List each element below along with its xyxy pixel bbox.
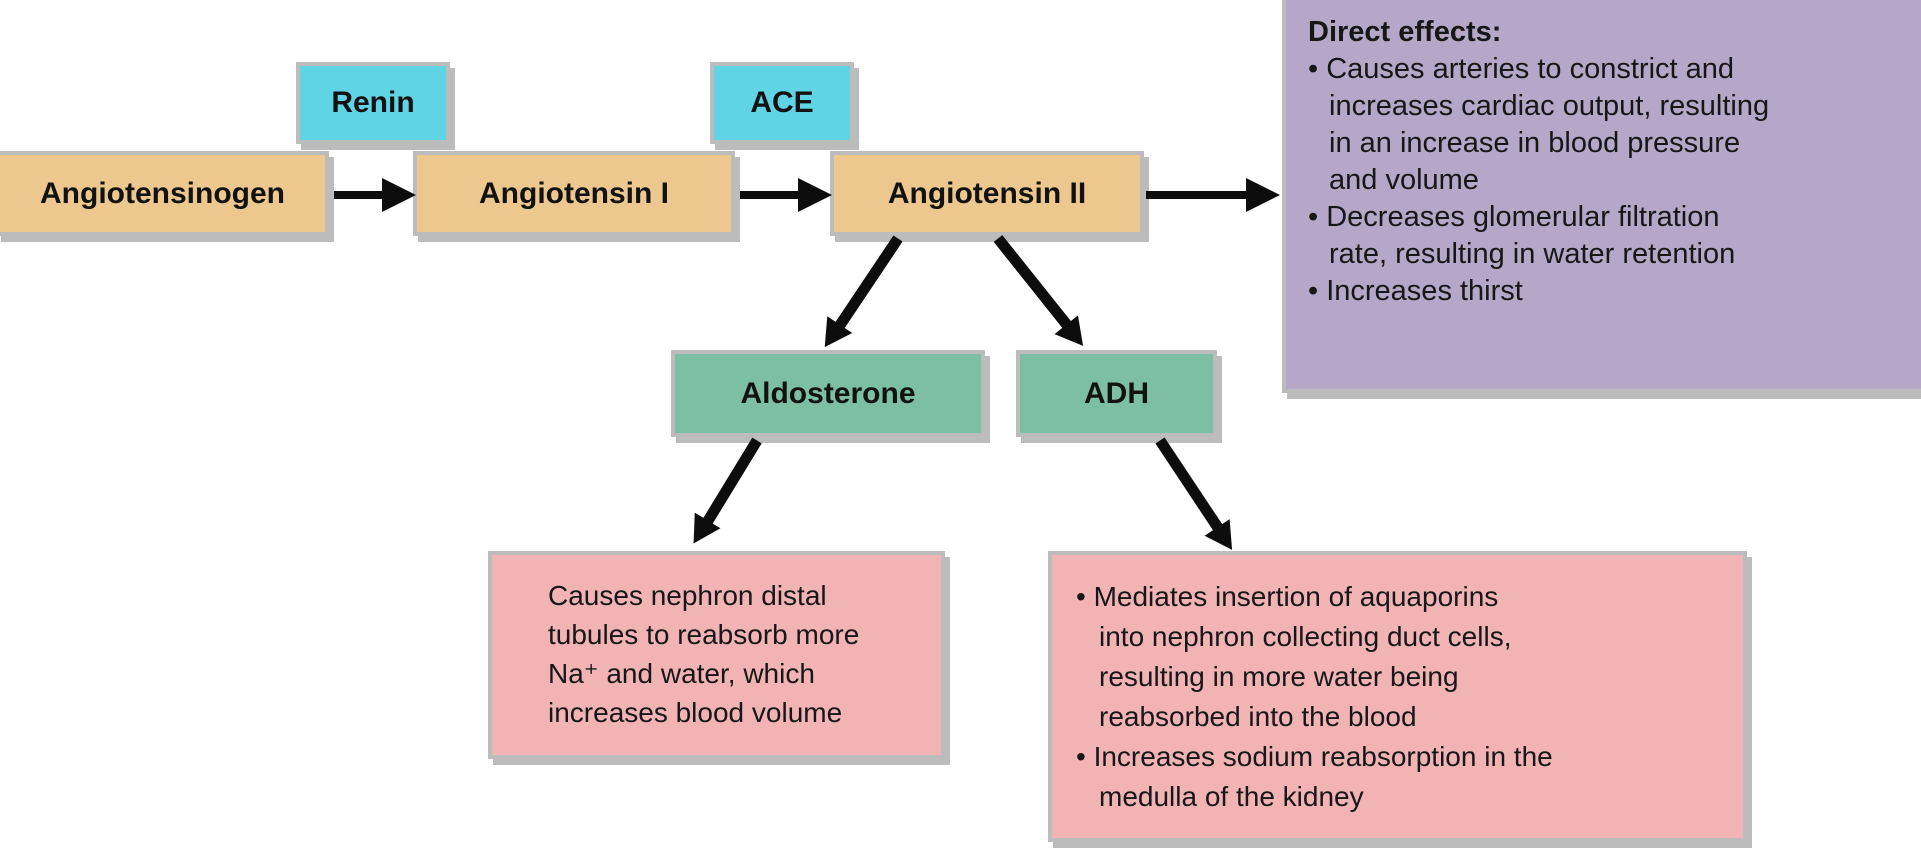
direct-effects-title: Direct effects:	[1308, 16, 1502, 48]
node-aldosterone-label: Aldosterone	[740, 376, 916, 410]
adh-effect-line: • Mediates insertion of aquaporins	[1076, 581, 1499, 612]
arrow-angiotensin-ii-to-adh	[993, 235, 1073, 330]
adh-effect-line: • Increases sodium reabsorption in the	[1076, 741, 1553, 772]
aldosterone-effect-line: tubules to reabsorb more	[548, 619, 860, 650]
node-angiotensin-ii-label: Angiotensin II	[887, 176, 1087, 210]
node-ace-label: ACE	[750, 86, 814, 119]
arrowhead-icon	[382, 178, 416, 212]
adh-effect-line: reabsorbed into the blood	[1099, 701, 1417, 732]
node-renin: Renin	[296, 62, 450, 144]
direct-effects-line: in an increase in blood pressure	[1329, 127, 1741, 159]
direct-effects-line: • Causes arteries to constrict and	[1308, 53, 1735, 85]
node-angiotensinogen-label: Angiotensinogen	[40, 176, 285, 210]
node-aldosterone: Aldosterone	[671, 350, 985, 437]
aldosterone-effect-line: increases blood volume	[548, 697, 843, 728]
node-renin-label: Renin	[331, 86, 415, 119]
arrow-aldosterone-to-effect-panel	[702, 437, 762, 526]
direct-effects-line: rate, resulting in water retention	[1329, 238, 1736, 270]
arrow-angiotensinogen-to-angiotensin-i	[334, 191, 384, 199]
adh-effect-line: resulting in more water being	[1099, 661, 1459, 692]
node-adh: ADH	[1016, 350, 1217, 437]
arrowhead-icon	[1246, 178, 1280, 212]
adh-effect-line: medulla of the kidney	[1099, 781, 1364, 812]
arrow-angiotensin-ii-to-direct-effects	[1146, 191, 1248, 199]
arrow-adh-to-effect-panel	[1155, 437, 1224, 532]
node-ace: ACE	[710, 62, 854, 144]
node-angiotensin-i: Angiotensin I	[413, 151, 735, 236]
node-angiotensinogen: Angiotensinogen	[0, 151, 329, 236]
arrowhead-icon	[798, 178, 832, 212]
node-angiotensin-ii: Angiotensin II	[830, 151, 1144, 236]
direct-effects-line: and volume	[1329, 164, 1479, 196]
arrow-angiotensin-i-to-angiotensin-ii	[740, 191, 800, 199]
direct-effects-panel: Direct effects: • Causes arteries to con…	[1282, 0, 1921, 393]
direct-effects-line: • Decreases glomerular filtration	[1308, 201, 1720, 233]
adh-effect-panel: • Mediates insertion of aquaporins into …	[1048, 551, 1747, 842]
arrow-angiotensin-ii-to-aldosterone	[834, 235, 903, 330]
adh-effect-line: into nephron collecting duct cells,	[1099, 621, 1512, 652]
aldosterone-effect-line: Na⁺ and water, which	[548, 658, 815, 689]
node-adh-label: ADH	[1084, 376, 1149, 410]
direct-effects-line: increases cardiac output, resulting	[1329, 90, 1770, 122]
direct-effects-line: • Increases thirst	[1308, 275, 1523, 307]
node-angiotensin-i-label: Angiotensin I	[479, 176, 669, 210]
aldosterone-effect-line: Causes nephron distal	[548, 580, 827, 611]
aldosterone-effect-panel: Causes nephron distal tubules to reabsor…	[488, 551, 945, 759]
